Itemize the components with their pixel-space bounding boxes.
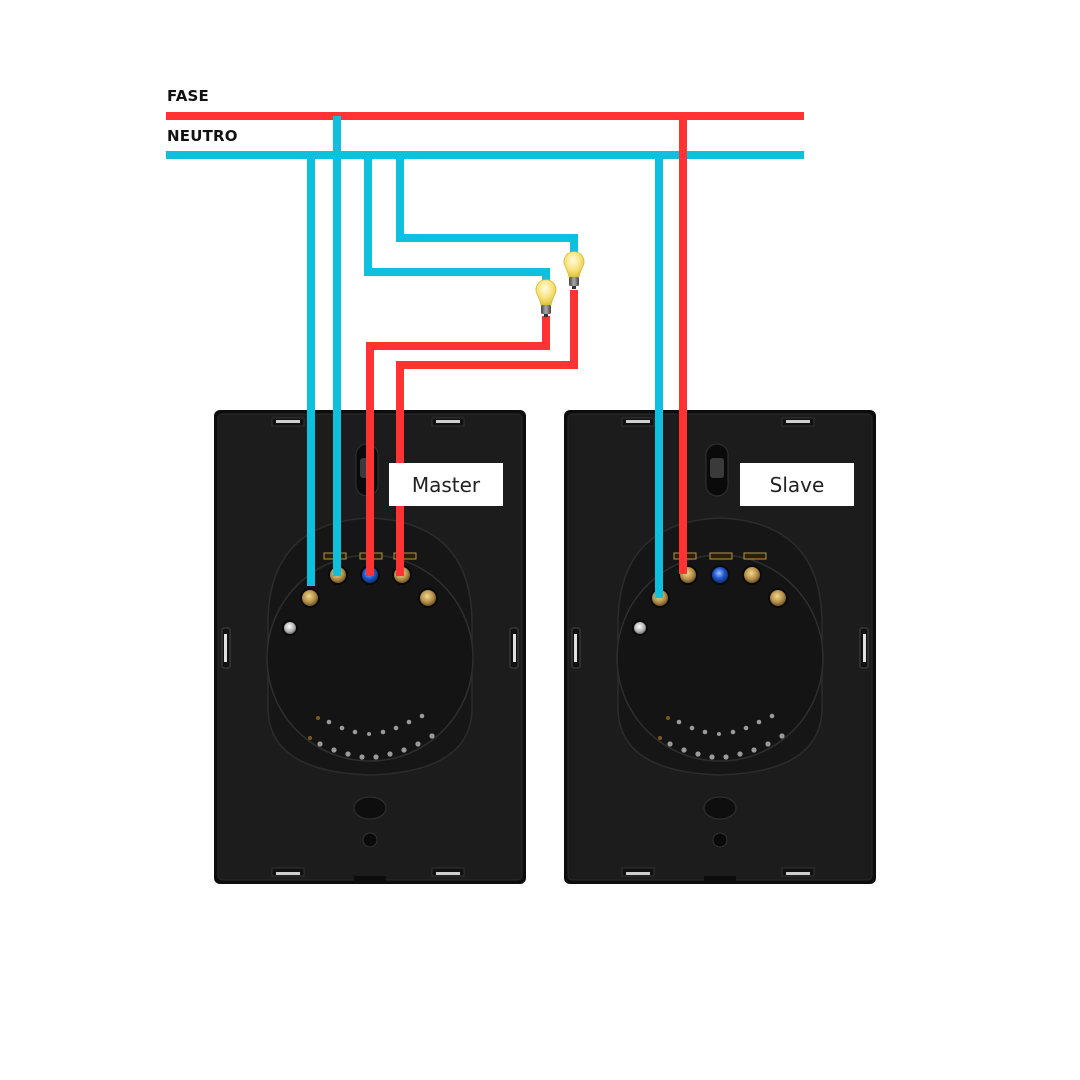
neutral-line bbox=[166, 151, 804, 159]
phase-line bbox=[166, 112, 804, 120]
slave-label: Slave bbox=[740, 463, 854, 506]
master-label: Master bbox=[389, 463, 503, 506]
light-bulb-icon bbox=[563, 251, 585, 289]
light-bulb-icon bbox=[535, 279, 557, 317]
phase-line-label: FASE bbox=[167, 87, 209, 105]
slave-wiring bbox=[655, 116, 687, 598]
neutral-line-label: NEUTRO bbox=[167, 127, 238, 145]
